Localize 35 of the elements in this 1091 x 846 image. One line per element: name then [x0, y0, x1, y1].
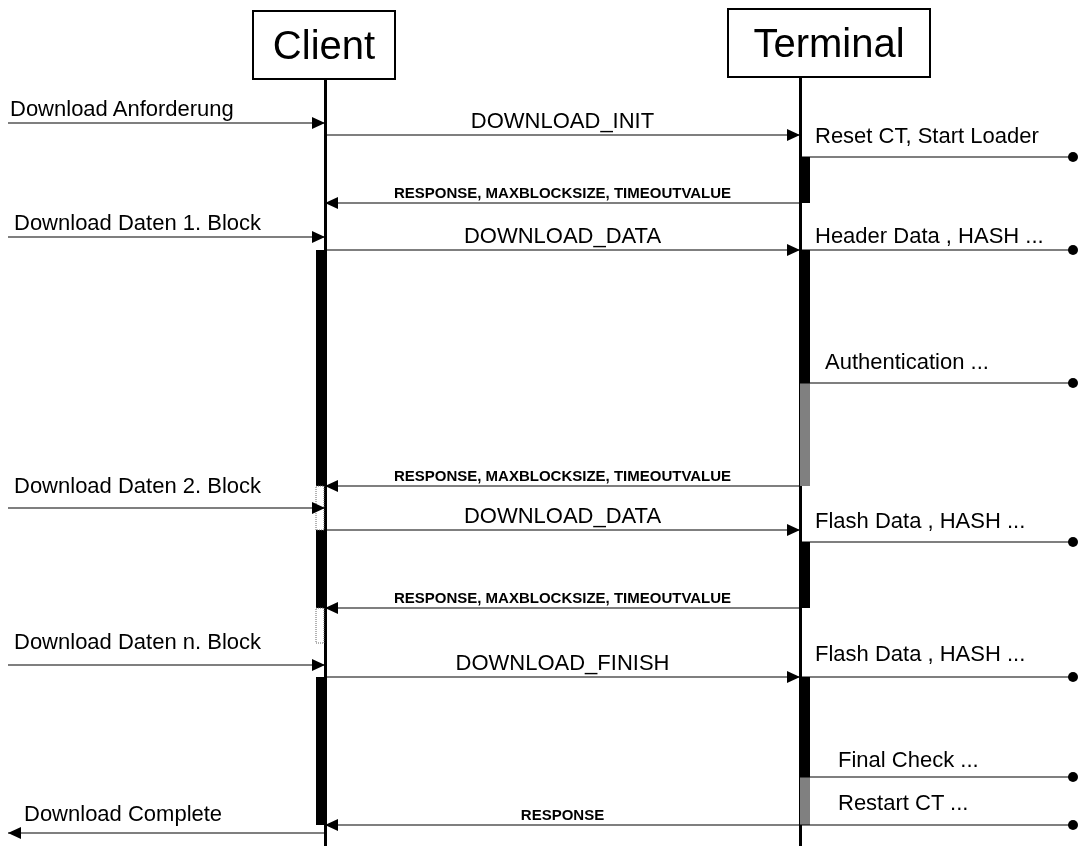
edge-label: Download Daten 2. Block	[14, 473, 262, 498]
edge-label: RESPONSE	[520, 806, 605, 823]
lifeline-header: Client	[252, 10, 396, 80]
message-arrow	[324, 602, 801, 614]
edge-label: Flash Data , HASH ...	[815, 641, 1026, 666]
message-arrow	[324, 671, 801, 683]
message-arrow	[7, 659, 326, 671]
message-arrow	[7, 827, 326, 839]
message-arrow	[7, 502, 326, 514]
edge-label: Header Data , HASH ...	[815, 223, 1044, 248]
edge-label: DOWNLOAD_FINISH	[455, 650, 670, 675]
message-arrow	[7, 231, 326, 243]
message-arrow	[324, 197, 801, 209]
edge-label: RESPONSE, MAXBLOCKSIZE, TIMEOUTVALUE	[393, 184, 732, 201]
edge-label: Restart CT ...	[838, 790, 969, 815]
message-arrow	[324, 244, 801, 256]
message-arrow	[324, 524, 801, 536]
edge-label: Download Anforderung	[10, 96, 234, 121]
edge-label: DOWNLOAD_INIT	[470, 108, 655, 133]
edge-label: DOWNLOAD_DATA	[463, 223, 662, 248]
lifeline-header: Terminal	[727, 8, 931, 78]
message-arrow	[7, 117, 326, 129]
edge-label: RESPONSE, MAXBLOCKSIZE, TIMEOUTVALUE	[393, 589, 732, 606]
message-arrow	[324, 819, 801, 831]
edge-label: Flash Data , HASH ...	[815, 508, 1026, 533]
edge-label: Final Check ...	[838, 747, 979, 772]
edge-label: DOWNLOAD_DATA	[463, 503, 662, 528]
edge-label: Download Daten n. Block	[14, 629, 262, 654]
edge-label: Reset CT, Start Loader	[815, 123, 1039, 148]
edge-label: Authentication ...	[825, 349, 989, 374]
edge-label: Download Daten 1. Block	[14, 210, 262, 235]
message-arrow	[324, 129, 801, 141]
edge-label: RESPONSE, MAXBLOCKSIZE, TIMEOUTVALUE	[393, 467, 732, 484]
edge-label: Download Complete	[24, 801, 223, 826]
message-arrow	[324, 480, 801, 492]
